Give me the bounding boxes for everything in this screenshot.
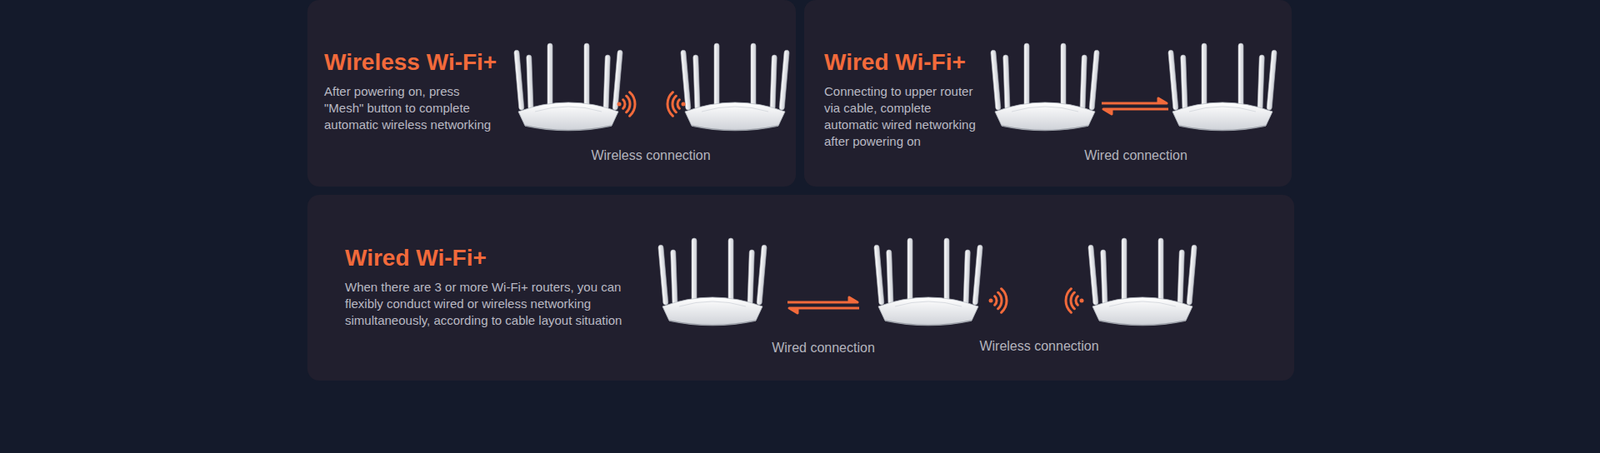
connection-label: Wireless connection	[979, 338, 1099, 355]
cable-link	[1101, 98, 1169, 115]
connection-label: Wireless connection	[590, 147, 710, 165]
router	[514, 43, 624, 131]
connection-label: Wired connection	[771, 340, 875, 357]
panel-description: Connecting to upper router via cable, co…	[824, 83, 983, 150]
feature-panel: Wireless Wi-Fi+ After powering on, press …	[307, 0, 796, 187]
router	[1168, 43, 1278, 131]
router	[680, 43, 790, 131]
router	[990, 43, 1100, 131]
router	[1088, 238, 1198, 326]
wifi-signal	[1065, 289, 1085, 314]
panel-title: Wired Wi-Fi+	[345, 244, 1295, 273]
panel-title: Wireless Wi-Fi+	[324, 48, 796, 77]
wifi-signal	[617, 92, 635, 117]
panel-description: When there are 3 or more Wi-Fi+ routers,…	[345, 279, 625, 330]
connection-label: Wired connection	[1084, 147, 1188, 165]
cable-link	[787, 297, 860, 314]
router	[874, 238, 984, 326]
wifi-signal	[667, 92, 685, 117]
wifi-signal	[989, 289, 1008, 314]
panel-title: Wired Wi-Fi+	[824, 48, 1292, 77]
panel-description: After powering on, press "Mesh" button t…	[324, 83, 495, 134]
router	[658, 238, 768, 326]
feature-panel: Wired Wi-Fi+ Connecting to upper router v…	[804, 0, 1292, 187]
